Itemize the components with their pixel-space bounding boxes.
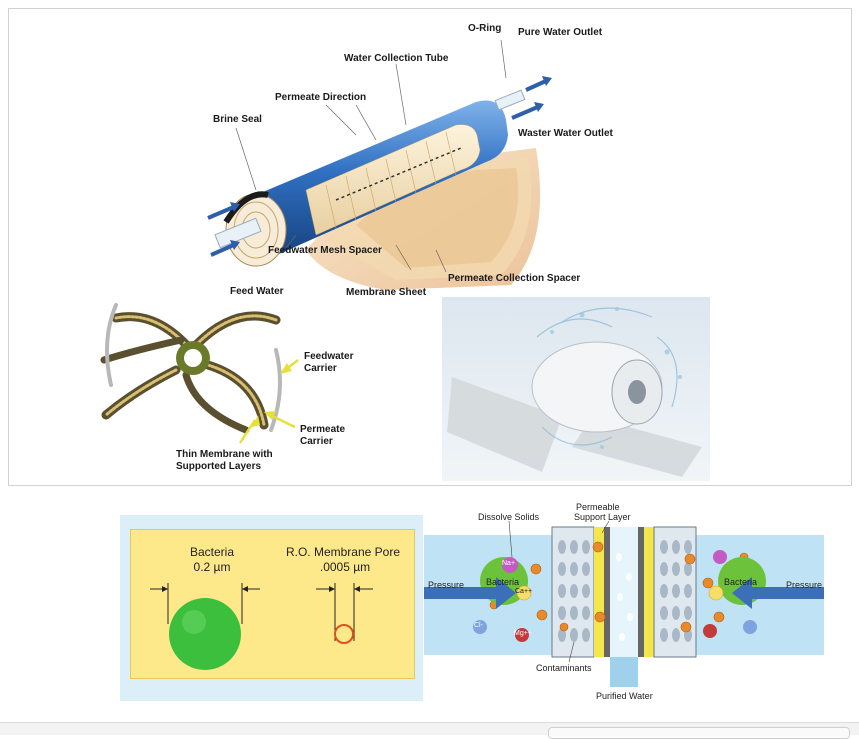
label-ion-cl: Cl- bbox=[474, 622, 483, 629]
spiral-cross-section-panel bbox=[96, 290, 286, 440]
label-feedwater-carrier-1: Feedwater bbox=[304, 351, 354, 362]
label-feedwater-mesh-spacer: Feedwater Mesh Spacer bbox=[268, 245, 382, 256]
pore-size-graphic bbox=[150, 583, 373, 670]
ion-na-left-dot bbox=[502, 557, 518, 573]
label-ion-ca: Ca++ bbox=[515, 588, 533, 595]
label-ion-mg: Mg++ bbox=[514, 630, 532, 637]
label-dissolve-solids: Dissolve Solids bbox=[478, 512, 540, 522]
label-purified-water: Purified Water bbox=[596, 691, 653, 701]
membrane-cutaway-illustration bbox=[207, 39, 552, 290]
label-bacteria: Bacteria bbox=[189, 545, 235, 559]
label-thin-membrane-1: Thin Membrane with bbox=[176, 449, 273, 460]
filtration-graphic bbox=[424, 520, 824, 687]
label-ion-na: Na+ bbox=[502, 560, 516, 567]
label-ro-pore: R.O. Membrane Pore bbox=[285, 545, 401, 559]
label-permeate-collection-spacer: Permeate Collection Spacer bbox=[448, 273, 581, 284]
spiral-pointer-arrows bbox=[238, 359, 299, 444]
label-pure-water-outlet: Pure Water Outlet bbox=[518, 27, 603, 38]
label-permeate-carrier-1: Permeate bbox=[300, 424, 346, 435]
filtration-panel: Dissolve Solids Permeable Support Layer … bbox=[424, 497, 824, 707]
label-brine-seal: Brine Seal bbox=[213, 114, 262, 125]
bottom-input-edge bbox=[548, 727, 850, 739]
pore-size-panel: Bacteria 0.2 µm R.O. Membrane Pore .0005… bbox=[120, 515, 423, 701]
label-contaminants: Contaminants bbox=[536, 663, 592, 673]
label-bacteria-right: Bacteria bbox=[724, 577, 758, 587]
label-thin-membrane-2: Supported Layers bbox=[176, 461, 262, 472]
label-permeable-2: Support Layer bbox=[574, 512, 631, 522]
label-feed-water: Feed Water bbox=[230, 286, 284, 297]
label-ro-pore-size: .0005 µm bbox=[319, 560, 371, 574]
label-bacteria-size: 0.2 µm bbox=[193, 560, 231, 574]
label-pressure-left: Pressure bbox=[428, 580, 465, 590]
label-permeable-1: Permeable bbox=[576, 502, 620, 512]
label-water-collection-tube: Water Collection Tube bbox=[344, 53, 449, 64]
label-waster-water-outlet: Waster Water Outlet bbox=[518, 128, 613, 139]
label-bacteria-left: Bacteria bbox=[486, 577, 520, 587]
label-feedwater-carrier-2: Carrier bbox=[304, 363, 337, 374]
label-membrane-sheet: Membrane Sheet bbox=[346, 287, 427, 298]
membrane-roll-illustration bbox=[447, 307, 702, 477]
label-permeate-direction: Permeate Direction bbox=[275, 92, 367, 103]
label-o-ring: O-Ring bbox=[468, 23, 502, 34]
spiral-illustration bbox=[100, 303, 282, 434]
membrane-roll-photo bbox=[442, 297, 710, 481]
membrane-cutaway-panel bbox=[156, 39, 664, 302]
label-permeate-carrier-2: Carrier bbox=[300, 436, 333, 447]
label-pressure-right: Pressure bbox=[786, 580, 823, 590]
